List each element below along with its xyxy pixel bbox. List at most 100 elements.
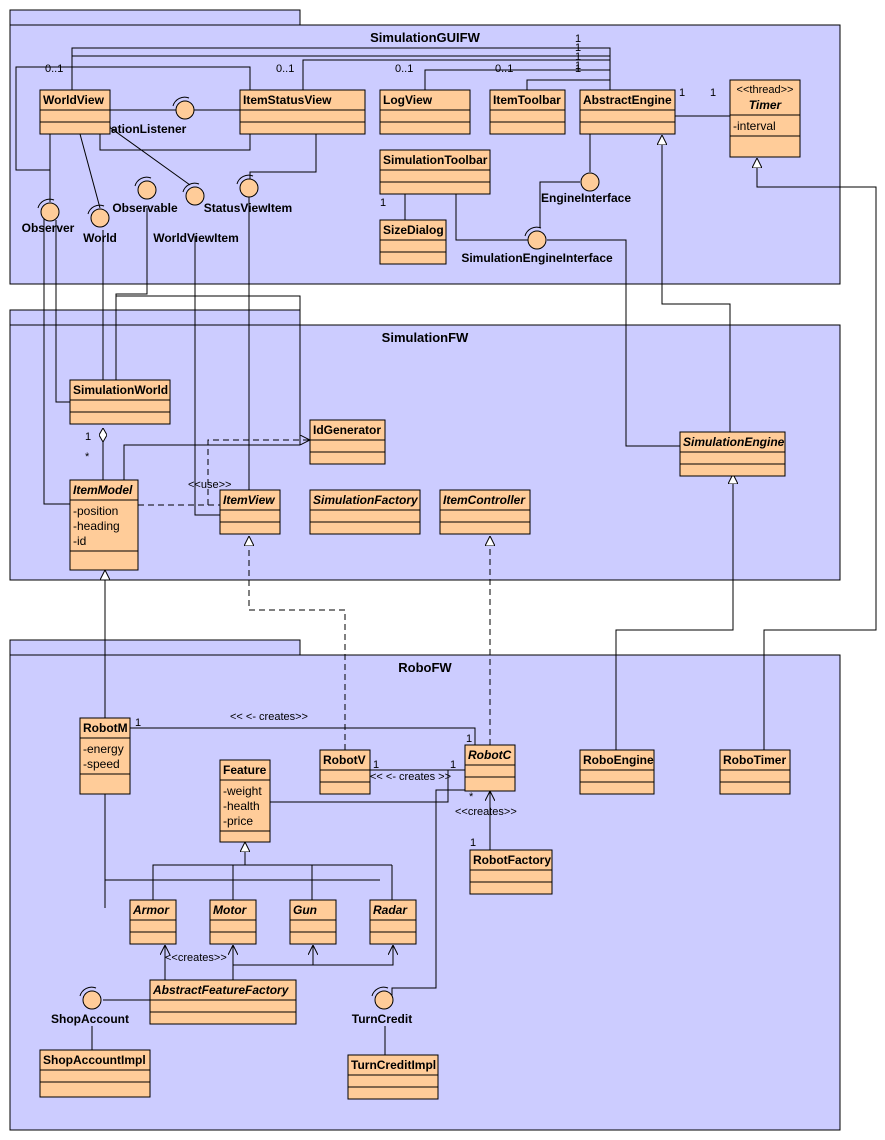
class-name: SizeDialog	[383, 223, 444, 237]
assoc-itemtoolbar-abstractengine	[526, 79, 610, 90]
label-m-st1: 1	[380, 197, 386, 209]
assoc-itemmodel-observer	[43, 212, 70, 505]
label-m-rcstar: *	[469, 791, 474, 803]
interface-engineinterface: EngineInterface	[541, 172, 631, 205]
class-name: RoboTimer	[723, 753, 786, 767]
class-simtoolbar: SimulationToolbar	[379, 149, 491, 195]
creates-radar	[313, 945, 393, 966]
class-name: SimulationEngine	[683, 435, 785, 449]
label-m-1b: 1	[575, 42, 581, 54]
class-name: Timer	[749, 98, 783, 112]
label-creates3: <<creates>>	[455, 806, 517, 818]
class-stereotype: <<thread>>	[737, 84, 794, 96]
interface-name: World	[83, 231, 117, 245]
label-m-rv1: 1	[373, 759, 379, 771]
usage-engineinterface	[539, 181, 580, 228]
label-m-tm1: 1	[710, 87, 716, 99]
package-title: SimulationGUIFW	[370, 30, 481, 45]
class-name: Gun	[293, 903, 317, 917]
label-m-01d: 0..1	[495, 63, 513, 75]
interface-observer: Observer	[22, 198, 75, 235]
class-attribute: -speed	[83, 757, 120, 771]
interface-statusviewitem: StatusViewItem	[204, 174, 292, 215]
label-m-swstar: *	[85, 451, 90, 463]
class-name: WorldView	[43, 93, 105, 107]
class-name: RobotV	[323, 753, 366, 767]
class-gun: Gun	[289, 899, 337, 945]
class-itemview: ItemView	[219, 489, 281, 535]
class-robotfactory: RobotFactory	[469, 849, 553, 895]
class-name: SimulationFactory	[313, 493, 419, 507]
class-name: LogView	[383, 93, 433, 107]
class-name: RobotC	[468, 748, 512, 762]
class-roboengine: RoboEngine	[579, 749, 655, 795]
class-itemcontroller: ItemController	[439, 489, 531, 535]
class-logview: LogView	[379, 89, 471, 135]
interface-shopaccount: ShopAccount	[51, 986, 129, 1026]
gen-roboengine-simengine	[615, 474, 733, 750]
class-name: SimulationToolbar	[383, 153, 488, 167]
class-name: ShopAccountImpl	[43, 1053, 146, 1067]
label-m-1e: 1	[575, 63, 581, 75]
class-attribute: -energy	[83, 742, 124, 756]
assoc-robotm-robotc	[130, 727, 476, 745]
class-motor: Motor	[209, 899, 257, 945]
class-robotm: RobotM-energy-speed	[79, 717, 131, 795]
label-m-01a: 0..1	[45, 63, 63, 75]
class-radar: Radar	[369, 899, 417, 945]
assoc-robotc-feature	[270, 769, 465, 803]
class-name: TurnCreditImpl	[351, 1058, 436, 1072]
package-title: SimulationFW	[382, 330, 469, 345]
assoc-itemstatusview-abstractengine	[302, 59, 610, 90]
interface-name: Observable	[112, 201, 178, 215]
assoc-observable-loop	[99, 134, 251, 151]
label-m-1c: 1	[575, 51, 581, 63]
realize-worldview-world	[79, 133, 101, 209]
class-robotimer: RoboTimer	[719, 749, 791, 795]
class-feature: Feature-weight-health-price	[219, 759, 271, 843]
class-name: ItemToolbar	[493, 93, 561, 107]
realize-simengine-simengineinterface	[547, 239, 680, 447]
class-name: RobotFactory	[473, 853, 551, 867]
class-simworld: SimulationWorld	[69, 379, 171, 425]
assoc-worldview-abstractengine	[71, 47, 611, 90]
package-title: RoboFW	[398, 660, 452, 675]
realize-itemstatusview-statusviewitem	[249, 134, 317, 182]
class-name: Motor	[213, 903, 248, 917]
interface-name: TurnCredit	[352, 1012, 412, 1026]
class-timer: <<thread>>Timer-interval	[729, 79, 801, 158]
class-name: ItemModel	[73, 483, 133, 497]
class-simfactory: SimulationFactory	[309, 489, 421, 535]
class-idgen: IdGenerator	[309, 419, 386, 465]
interface-observable: Observable	[112, 176, 178, 215]
class-name: AbstractFeatureFactory	[152, 983, 290, 997]
assoc-simtoolbar-simengineinterface	[455, 194, 530, 241]
label-use: <<use>>	[188, 479, 231, 491]
class-sizedialog: SizeDialog	[379, 219, 447, 265]
label-creates2: << <- creates >>	[370, 771, 451, 783]
class-abstractfeaturefactory: AbstractFeatureFactory	[149, 979, 297, 1025]
gen-simengine-abstractengine	[662, 135, 731, 432]
class-name: Radar	[373, 903, 408, 917]
class-name: ItemView	[223, 493, 275, 507]
label-m-rm1: 1	[135, 717, 141, 729]
dep-itemmodel-idgen	[138, 440, 310, 506]
assoc-logview-abstractengine	[424, 69, 610, 90]
label-m-sw1: 1	[85, 431, 91, 443]
interface-world: World	[83, 204, 117, 245]
class-attribute: -position	[73, 504, 118, 518]
class-attribute: -weight	[223, 784, 262, 798]
assoc-itemmodel-observable	[116, 295, 301, 480]
connectors	[15, 47, 877, 1055]
class-name: Feature	[223, 763, 267, 777]
class-name: RoboEngine	[583, 753, 654, 767]
realize-itemview-worldviewitem	[194, 236, 220, 516]
label-m-01c: 0..1	[395, 63, 413, 75]
assoc-robotc-turncredit	[391, 789, 465, 1000]
label-m-1a: 1	[575, 33, 581, 45]
interface-name: SimulationEngineInterface	[461, 251, 613, 265]
interface-turncredit: TurnCredit	[352, 986, 412, 1026]
interface-name: EngineInterface	[541, 191, 631, 205]
